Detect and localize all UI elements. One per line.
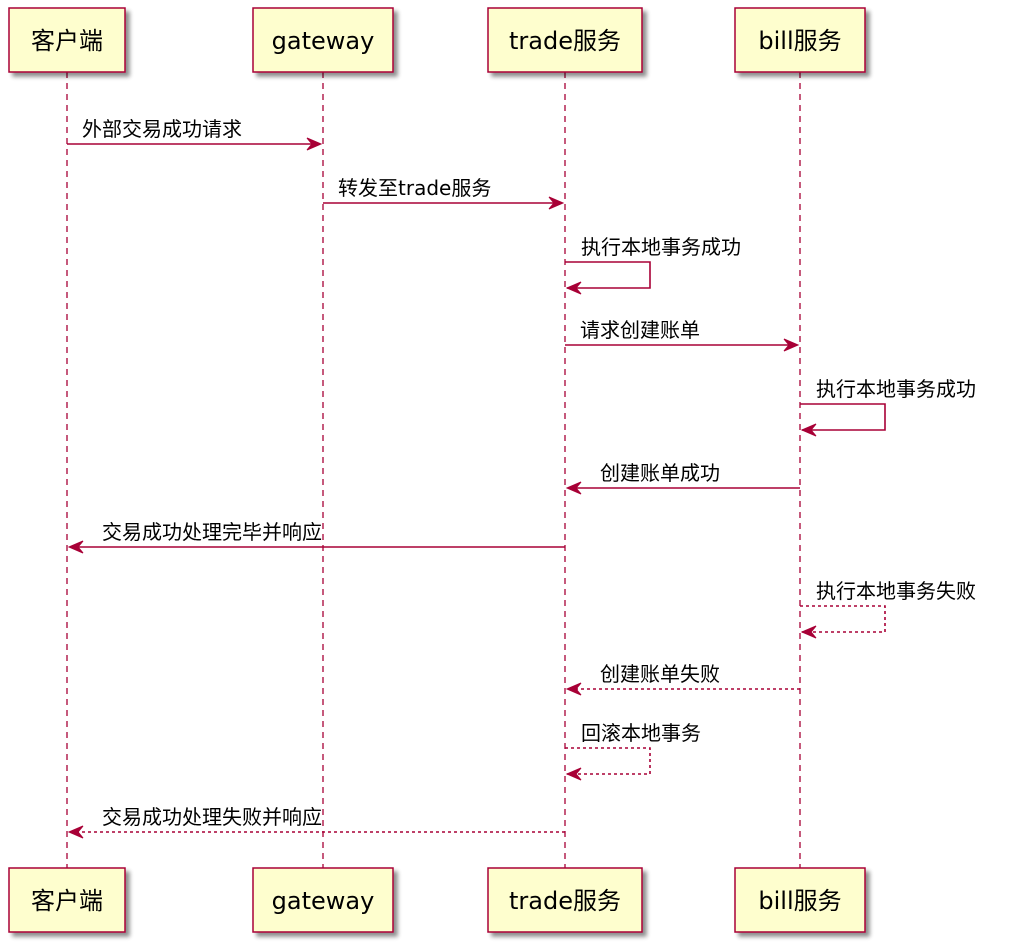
participant-gateway-top: gateway	[252, 7, 394, 73]
participant-bill-bottom: bill服务	[734, 867, 866, 933]
message-label: 回滚本地事务	[581, 721, 701, 745]
message-label: 创建账单失败	[600, 662, 720, 686]
message-label: 执行本地事务成功	[581, 235, 741, 259]
message-line	[800, 403, 886, 431]
participant-client-bottom: 客户端	[8, 867, 126, 933]
message-4: 请求创建账单	[565, 318, 800, 352]
message-8: 执行本地事务失败	[800, 579, 976, 639]
arrowhead	[800, 625, 817, 639]
arrowhead	[67, 825, 84, 839]
participant-box	[734, 867, 866, 933]
message-label: 外部交易成功请求	[82, 117, 242, 141]
message-6: 创建账单成功	[565, 461, 800, 495]
message-9: 创建账单失败	[565, 662, 800, 696]
message-line	[565, 747, 651, 775]
participant-box	[8, 7, 126, 73]
message-label: 交易成功处理失败并响应	[102, 805, 322, 829]
participant-gateway-bottom: gateway	[252, 867, 394, 933]
participant-label: gateway	[272, 27, 375, 55]
arrowhead	[67, 540, 84, 554]
participant-box	[487, 867, 643, 933]
arrowhead	[565, 767, 582, 781]
participant-label: trade服务	[509, 27, 621, 55]
message-3: 执行本地事务成功	[565, 235, 741, 295]
message-label: 执行本地事务失败	[816, 579, 976, 603]
participant-box	[734, 7, 866, 73]
message-7: 交易成功处理完毕并响应	[67, 520, 565, 554]
arrowhead	[548, 196, 565, 210]
participants-bottom: 客户端 gateway trade服务 bill服务	[8, 867, 866, 933]
message-label: 交易成功处理完毕并响应	[102, 520, 322, 544]
message-5: 执行本地事务成功	[800, 377, 976, 437]
participant-client-top: 客户端	[8, 7, 126, 73]
message-line	[565, 261, 651, 289]
message-2: 转发至trade服务	[323, 176, 565, 210]
arrowhead	[306, 137, 323, 151]
messages: 外部交易成功请求转发至trade服务执行本地事务成功请求创建账单执行本地事务成功…	[67, 117, 976, 839]
message-line	[800, 605, 886, 633]
message-11: 交易成功处理失败并响应	[67, 805, 565, 839]
arrowhead	[565, 481, 582, 495]
participant-label: 客户端	[31, 887, 103, 915]
participant-label: trade服务	[509, 887, 621, 915]
participant-bill-top: bill服务	[734, 7, 866, 73]
participant-trade-bottom: trade服务	[487, 867, 643, 933]
message-label: 创建账单成功	[600, 461, 720, 485]
participant-box	[252, 7, 394, 73]
participant-trade-top: trade服务	[487, 7, 643, 73]
participant-label: gateway	[272, 887, 375, 915]
message-label: 请求创建账单	[580, 318, 700, 342]
message-10: 回滚本地事务	[565, 721, 701, 781]
message-1: 外部交易成功请求	[67, 117, 323, 151]
message-label: 转发至trade服务	[338, 176, 491, 200]
participant-box	[487, 7, 643, 73]
lifelines	[66, 72, 801, 868]
participant-label: bill服务	[758, 27, 841, 55]
participant-box	[8, 867, 126, 933]
arrowhead	[800, 423, 817, 437]
arrowhead	[565, 682, 582, 696]
arrowhead	[565, 281, 582, 295]
arrowhead	[783, 338, 800, 352]
message-label: 执行本地事务成功	[816, 377, 976, 401]
participants-top: 客户端 gateway trade服务 bill服务	[8, 7, 866, 73]
participant-label: bill服务	[758, 887, 841, 915]
participant-box	[252, 867, 394, 933]
participant-label: 客户端	[31, 27, 103, 55]
